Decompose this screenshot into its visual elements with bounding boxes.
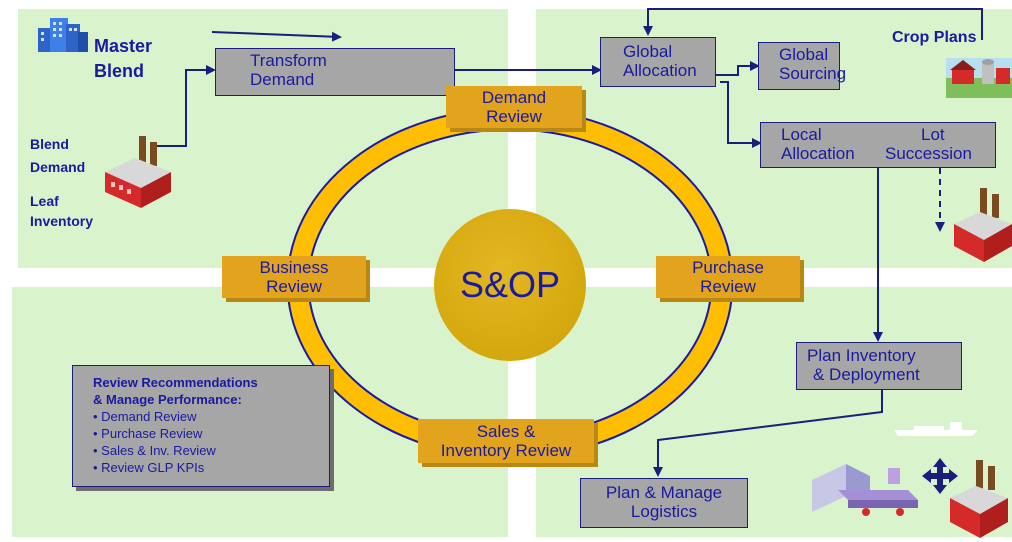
- lot-label: Lot: [921, 125, 945, 144]
- list-item: Review GLP KPIs: [93, 459, 329, 476]
- review-panel-title-line2: & Manage Performance:: [93, 392, 242, 407]
- review-panel-list: Demand Review Purchase Review Sales & In…: [93, 408, 329, 476]
- local-allocation-box: Local Lot Allocation Succession: [760, 122, 996, 168]
- arrow-crop-to-global: [643, 8, 983, 40]
- review-recommendations-panel: Review Recommendations & Manage Performa…: [72, 365, 330, 487]
- factory-icon: [105, 136, 171, 208]
- farm-icon: [946, 58, 1012, 98]
- four-way-arrow-icon: [922, 458, 958, 494]
- sop-label: S&OP: [459, 264, 561, 305]
- arrow-blend-to-transform: [152, 65, 216, 147]
- arrow-global-to-sourcing: [716, 61, 760, 76]
- sales-inventory-review-box: Sales &Inventory Review: [418, 419, 594, 463]
- review-panel-title-line1: Review Recommendations: [93, 375, 258, 390]
- allocation-label: Allocation: [781, 144, 855, 163]
- conveyor-icon: [812, 464, 918, 516]
- arrow-top-to-transform: [211, 31, 342, 42]
- local-label: Local: [781, 125, 822, 144]
- ship-icon: [894, 422, 978, 436]
- list-item: Sales & Inv. Review: [93, 442, 329, 459]
- factory-icon: [954, 188, 1012, 262]
- arrow-global-to-local: [720, 81, 762, 148]
- list-item: Demand Review: [93, 408, 329, 425]
- arrow-inventory-to-logistics: [653, 390, 883, 477]
- factory-icon: [950, 460, 1008, 538]
- sop-center-circle: S&OP: [434, 209, 586, 361]
- succession-label: Succession: [885, 144, 972, 163]
- building-icon: [38, 18, 88, 52]
- crop-plans-label: Crop Plans: [892, 29, 977, 46]
- plan-inventory-box: Plan Inventory& Deployment: [796, 342, 962, 390]
- list-item: Purchase Review: [93, 425, 329, 442]
